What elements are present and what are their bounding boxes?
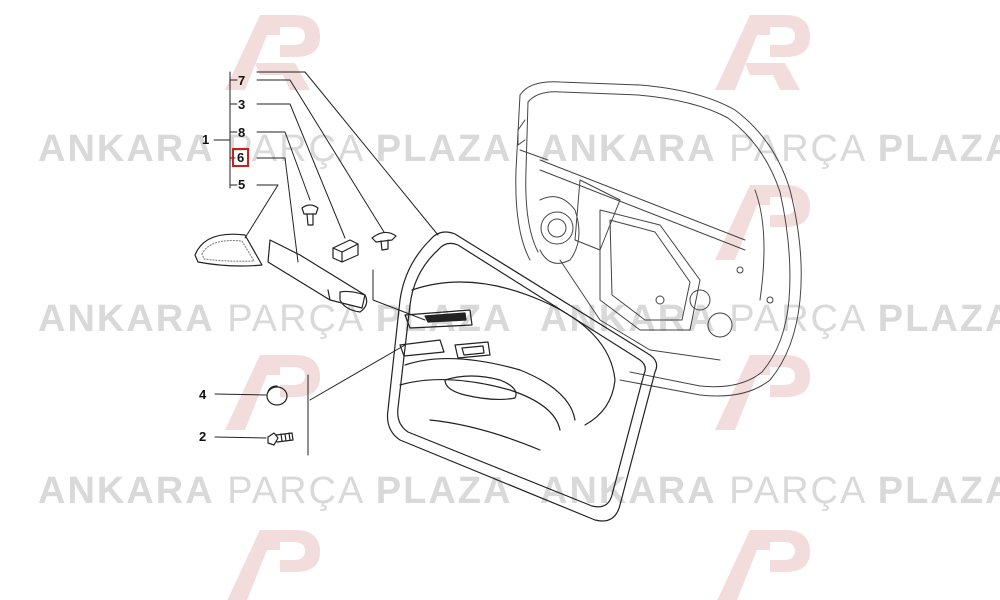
armrest-strip-part-6 <box>267 239 368 313</box>
callout-label-2: 2 <box>199 429 207 444</box>
watermark-text: ANKARA PARÇA PLAZA <box>540 470 1000 512</box>
callout-label-1: 1 <box>202 132 210 147</box>
screw-part-8 <box>301 204 319 226</box>
watermark-logo <box>225 355 320 430</box>
door-panel <box>386 231 658 522</box>
door-frame <box>515 81 802 397</box>
watermark-logo <box>717 530 810 600</box>
callout-label-3: 3 <box>238 97 246 112</box>
callout-label-8: 8 <box>238 125 246 140</box>
callout-label-5: 5 <box>238 177 246 192</box>
callout-label-6-highlighted: 6 <box>232 148 250 167</box>
callout-label-4: 4 <box>199 387 207 402</box>
callout-label-7: 7 <box>238 73 246 88</box>
watermark-logo <box>715 15 810 90</box>
watermark-text: ANKARA PARÇA PLAZA <box>38 298 513 340</box>
watermark-text: ANKARA PARÇA PLAZA <box>38 470 513 512</box>
clip-part-7 <box>371 231 397 251</box>
switch-bezel <box>399 309 491 359</box>
plug-part-4 <box>266 385 288 406</box>
screw-part-2 <box>267 432 294 446</box>
watermark-logo <box>227 530 320 600</box>
cap-part-3 <box>332 239 359 263</box>
watermark-text: ANKARA PARÇA PLAZA <box>38 128 513 170</box>
leader-lines <box>213 71 439 456</box>
mirror-cover-part-5 <box>194 233 263 267</box>
watermark-text: ANKARA PARÇA PLAZA <box>540 128 1000 170</box>
watermark-logo <box>715 355 810 430</box>
watermark-logo <box>715 185 810 260</box>
watermark-logo <box>225 15 320 90</box>
